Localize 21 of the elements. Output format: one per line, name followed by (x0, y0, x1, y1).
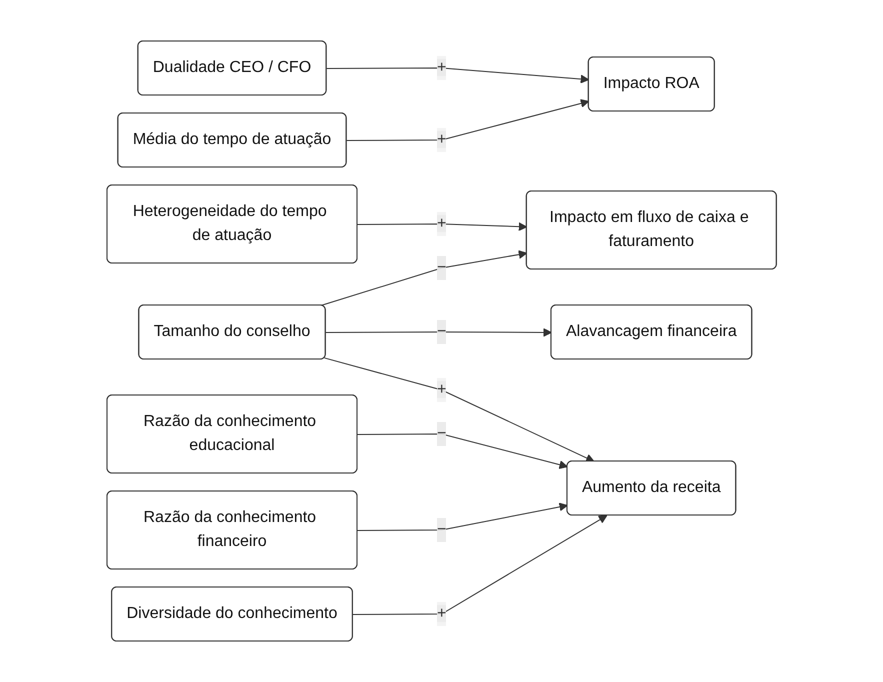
arrow (325, 328, 552, 337)
node-text: Heterogeneidade do tempo de atuação (132, 203, 327, 244)
node-text: Razão da conhecimento financeiro (143, 509, 316, 550)
edge-label: − (436, 521, 446, 538)
arrow (320, 250, 528, 306)
arrow (356, 502, 568, 531)
arrow (324, 357, 594, 462)
edge-label: − (436, 259, 446, 276)
edge-label: + (436, 605, 446, 622)
edge-label: + (436, 131, 446, 148)
arrow (356, 434, 568, 470)
arrow (346, 99, 590, 141)
edge-label: + (436, 59, 446, 76)
arrow (326, 68, 590, 84)
edge-label: + (436, 215, 446, 232)
arrow (356, 222, 528, 232)
edge-label: + (436, 381, 446, 398)
edge-label: − (436, 425, 446, 442)
node-text: Razão da conhecimento educacional (143, 413, 316, 454)
edge-label: − (436, 323, 446, 340)
arrow (352, 515, 608, 615)
